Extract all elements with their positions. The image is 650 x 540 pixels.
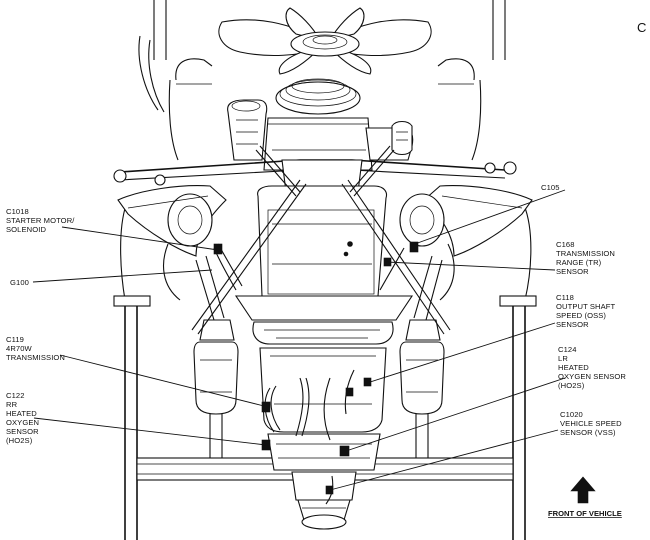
transmission-body (234, 159, 414, 530)
corner-mark: C (637, 20, 647, 35)
callout-g100: G100 (10, 278, 29, 287)
leader-lines (32, 189, 566, 491)
leader-c119 (59, 354, 265, 407)
front-of-vehicle-label: FRONT OF VEHICLE (548, 509, 622, 518)
callout-c1018: C1018 STARTER MOTOR/ SOLENOID (6, 207, 77, 234)
exhaust-system (193, 255, 445, 458)
cooling-fan (218, 7, 432, 75)
leader-g100 (32, 269, 213, 283)
arrow-up-icon (570, 476, 596, 504)
callout-c1020: C1020 VEHICLE SPEED SENSOR (VSS) (560, 410, 624, 437)
leader-c118 (366, 322, 556, 384)
leader-c1020 (329, 429, 559, 491)
leader-c168 (385, 261, 556, 271)
callout-c119: C119 4R70W TRANSMISSION (6, 335, 65, 362)
callout-c118: C118 OUTPUT SHAFT SPEED (OSS) SENSOR (556, 293, 617, 329)
callout-c105: C105 (541, 183, 560, 192)
callout-c122: C122 RR HEATED OXYGEN SENSOR (HO2S) (6, 391, 41, 445)
leader-c124 (348, 377, 566, 451)
callout-c124: C124 LR HEATED OXYGEN SENSOR (HO2S) (558, 345, 628, 390)
leader-c1018 (61, 226, 219, 251)
engine-block (138, 35, 482, 171)
leader-c105 (411, 189, 566, 246)
front-of-vehicle-arrow (570, 476, 596, 504)
callout-c168: C168 TRANSMISSION RANGE (TR) SENSOR (556, 240, 617, 276)
leader-c122 (33, 417, 267, 446)
